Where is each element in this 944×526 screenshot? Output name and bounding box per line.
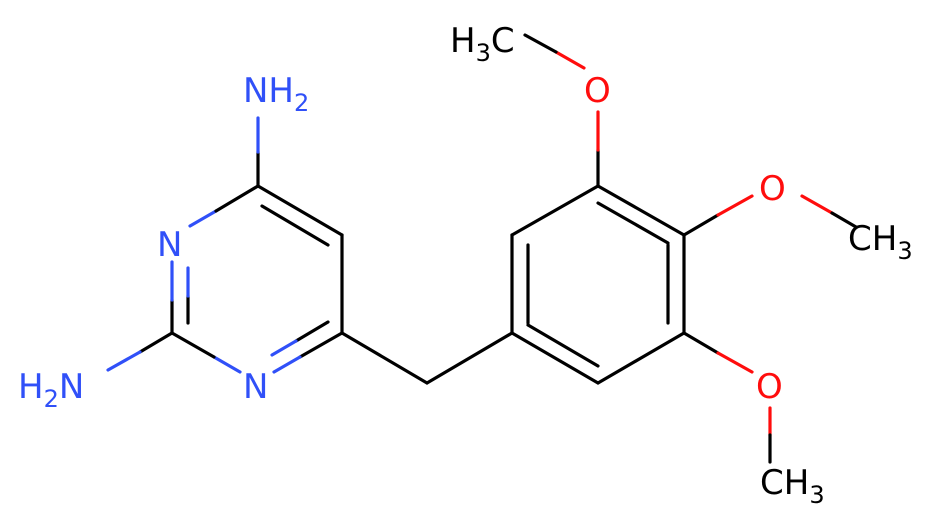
- bond-n3-c4: [188, 209, 218, 228]
- benzene-ring: [510, 184, 686, 385]
- bond-c2-nh2: [138, 331, 174, 354]
- atom-n1: N: [243, 367, 268, 407]
- bond-c4-c5: [256, 184, 344, 237]
- atom-ch3-right: CH3: [848, 219, 913, 265]
- bond-c6-ch2: [340, 331, 429, 385]
- atom-ch3-bottom: CH3: [760, 463, 825, 509]
- atom-o-top: O: [584, 71, 611, 111]
- bond-n1-c2: [212, 355, 242, 374]
- bond-c6-n1: [298, 331, 344, 359]
- bond-ch2-c1prime: [425, 331, 514, 385]
- atom-o-bottom: O: [756, 367, 783, 407]
- bond-c4prime-o: [682, 213, 720, 237]
- bond-c6-n1-inner: [294, 320, 330, 343]
- atom-n3: N: [157, 225, 182, 265]
- bond-o-ch3-top: [554, 50, 586, 70]
- bond-o-ch3-right: [800, 194, 834, 215]
- bond-c4-c5-inner: [260, 204, 330, 247]
- atom-nh2-top: NH2: [243, 71, 309, 117]
- atom-ch3-top: H3C: [450, 21, 515, 67]
- pyrimidine-ring: [170, 184, 344, 374]
- bond-c5prime-o: [682, 331, 720, 355]
- atom-o-middle: O: [759, 169, 786, 209]
- atom-nh2-left: H2N: [18, 367, 84, 413]
